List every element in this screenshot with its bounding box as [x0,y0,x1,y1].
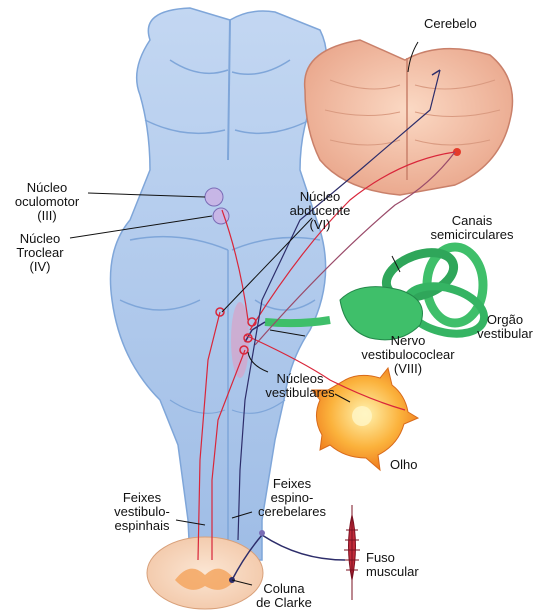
label-canais-line2: semicirculares [410,228,534,242]
label-feixes-espinocerebelares: Feixes espino- cerebelares [250,477,334,519]
label-nucleos-line1: Núcleos [258,372,342,386]
label-fuso-line1: Fuso [366,551,419,565]
label-nucleo-troclear-line1: Núcleo [10,232,70,246]
muscle-spindle [344,505,360,600]
label-canais-semicirculares: Canais semicirculares [410,214,534,242]
label-nervo-line1: Nervo [352,334,464,348]
label-feixes-vest-line1: Feixes [104,491,180,505]
label-nucleo-oculomotor-line2: oculomotor [6,195,88,209]
label-coluna-line2: de Clarke [248,596,320,610]
label-nucleo-troclear-line2: Troclear [10,246,70,260]
label-nervo-line2: vestibulococlear [352,348,464,362]
label-nucleo-oculomotor-line3: (III) [6,209,88,223]
label-nervo-line3: (VIII) [352,362,464,376]
label-nucleos-line2: vestibulares [258,386,342,400]
label-coluna-de-clarke: Coluna de Clarke [248,582,320,610]
label-orgao-line1: Orgão [470,313,540,327]
label-nucleo-abducente-line2: abducente [282,204,358,218]
cerebellum [305,40,513,195]
label-orgao-vestibular: Orgão vestibular [470,313,540,341]
label-feixes-vest-line3: espinhais [104,519,180,533]
label-olho: Olho [390,458,417,472]
label-nucleo-abducente-line3: (VI) [282,218,358,232]
label-feixes-vestibuloespinhais: Feixes vestibulo- espinhais [104,491,180,533]
label-nervo-vestibulococlear: Nervo vestibulococlear (VIII) [352,334,464,376]
label-feixes-espino-line2: espino- [250,491,334,505]
label-canais-line1: Canais [410,214,534,228]
label-feixes-espino-line3: cerebelares [250,505,334,519]
label-feixes-espino-line1: Feixes [250,477,334,491]
label-nucleo-oculomotor: Núcleo oculomotor (III) [6,181,88,223]
label-fuso-muscular: Fuso muscular [366,551,419,579]
label-nucleo-abducente-line1: Núcleo [282,190,358,204]
label-fuso-line2: muscular [366,565,419,579]
label-nucleo-abducente: Núcleo abducente (VI) [282,190,358,232]
label-coluna-line1: Coluna [248,582,320,596]
label-cerebelo: Cerebelo [424,17,477,31]
label-nucleo-troclear-line3: (IV) [10,260,70,274]
label-nucleos-vestibulares: Núcleos vestibulares [258,372,342,400]
label-feixes-vest-line2: vestibulo- [104,505,180,519]
label-orgao-line2: vestibular [470,327,540,341]
label-nucleo-troclear: Núcleo Troclear (IV) [10,232,70,274]
oculomotor-nucleus [205,188,223,206]
spinal-cord-section [147,537,263,609]
label-nucleo-oculomotor-line1: Núcleo [6,181,88,195]
